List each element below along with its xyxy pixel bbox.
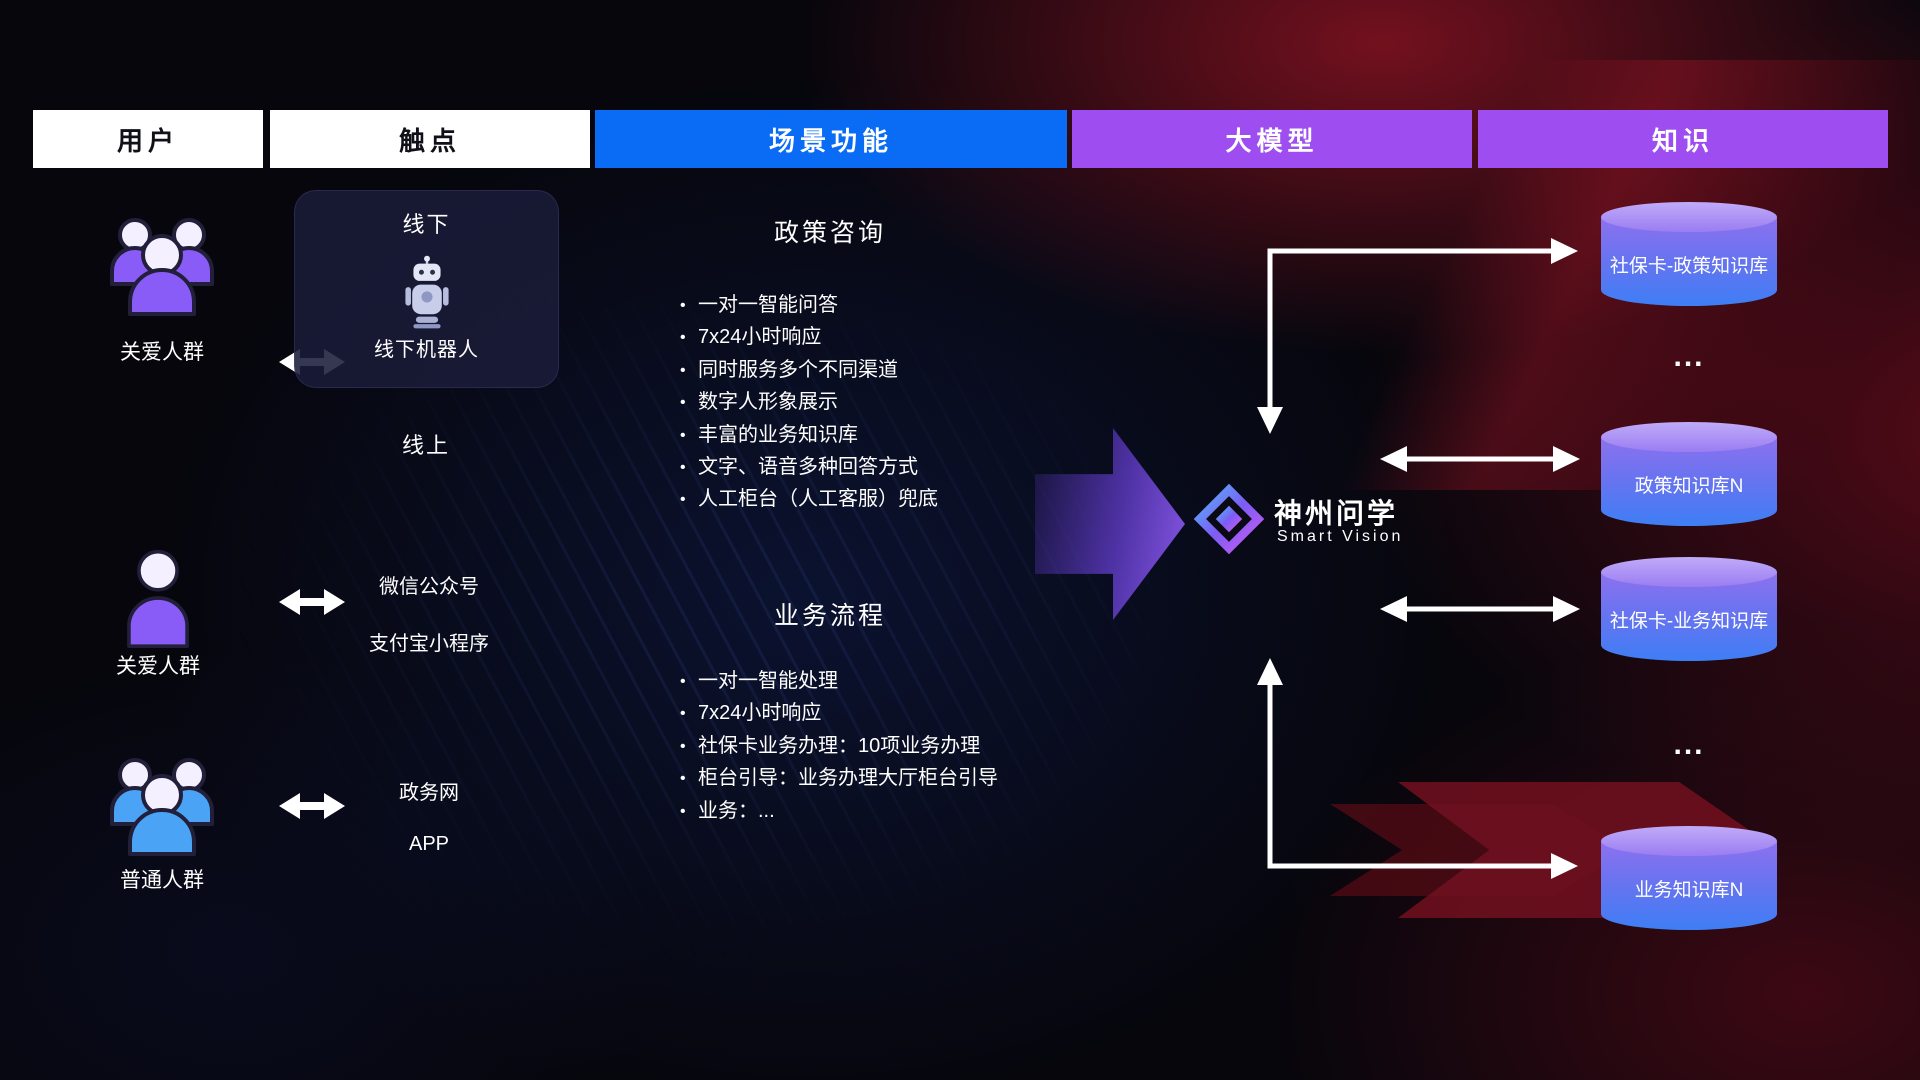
policy-consult-title: 政策咨询 xyxy=(773,219,886,247)
business-item: 业务：... xyxy=(676,795,1136,829)
header-users: 用户 xyxy=(33,110,263,168)
ellipsis-dots: ... xyxy=(1673,728,1705,761)
policy-item: 数字人形象展示 xyxy=(676,386,1136,420)
policy-feature-list: 一对一智能问答 7x24小时响应 同时服务多个不同渠道 数字人形象展示 丰富的业… xyxy=(676,289,1136,517)
channel-wechat: 微信公众号 xyxy=(379,576,479,598)
policy-item: 丰富的业务知识库 xyxy=(676,419,1136,453)
people-group-icon xyxy=(110,218,214,316)
channel-gov-web: 政务网 xyxy=(399,782,459,804)
header-large-model-label: 大模型 xyxy=(1225,125,1319,156)
model-subtitle: Smart Vision xyxy=(1277,528,1404,545)
policy-item: 同时服务多个不同渠道 xyxy=(676,354,1136,388)
arrowhead-icon xyxy=(1551,853,1578,879)
database-cylinder-icon xyxy=(1601,422,1777,452)
database-label: 社保卡-政策知识库 xyxy=(1609,256,1769,278)
arrowhead-icon xyxy=(1257,407,1283,434)
diamond-logo-icon xyxy=(1193,483,1265,555)
arrow-model-to-db4 xyxy=(1267,684,1553,869)
header-large-model: 大模型 xyxy=(1072,110,1472,168)
business-item: 柜台引导：业务办理大厅柜台引导 xyxy=(676,762,1136,796)
online-title: 线上 xyxy=(401,433,450,458)
double-arrow-icon xyxy=(279,589,345,615)
arrowhead-icon xyxy=(1553,596,1580,622)
header-touchpoints-label: 触点 xyxy=(398,125,461,156)
database-policy-n: 政策知识库N xyxy=(1601,422,1777,526)
arrowhead-icon xyxy=(1257,658,1283,685)
business-item: 一对一智能处理 xyxy=(676,665,1136,699)
arrowhead-icon xyxy=(1551,238,1578,264)
model-name: 神州问学 xyxy=(1274,498,1399,529)
database-cylinder-icon xyxy=(1601,557,1777,587)
robot-icon xyxy=(404,255,449,329)
offline-robot-label: 线下机器人 xyxy=(374,339,479,361)
arrowhead-icon xyxy=(1380,596,1407,622)
business-feature-list: 一对一智能处理 7x24小时响应 社保卡业务办理：10项业务办理 柜台引导：业务… xyxy=(676,665,1136,829)
header-users-label: 用户 xyxy=(116,125,179,156)
people-group-icon xyxy=(110,758,214,856)
policy-item: 一对一智能问答 xyxy=(676,289,1136,323)
header-touchpoints: 触点 xyxy=(270,110,590,168)
arrowhead-icon xyxy=(1553,446,1580,472)
person-icon xyxy=(127,549,189,648)
business-item: 社保卡业务办理：10项业务办理 xyxy=(676,730,1136,764)
database-business-sscard: 社保卡-业务知识库 xyxy=(1601,557,1777,661)
offline-robot-card: 线下 线下机器人 xyxy=(294,190,559,388)
database-cylinder-icon xyxy=(1601,826,1777,856)
business-item: 7x24小时响应 xyxy=(676,697,1136,731)
ellipsis-dots: ... xyxy=(1673,340,1705,373)
database-label: 政策知识库N xyxy=(1634,476,1744,498)
arrowhead-icon xyxy=(1380,446,1407,472)
user-group-3-label: 普通人群 xyxy=(120,869,204,892)
header-scenario-functions-label: 场景功能 xyxy=(768,125,893,156)
channel-app: APP xyxy=(408,833,450,855)
header-scenario-functions: 场景功能 xyxy=(595,110,1067,168)
database-label: 业务知识库N xyxy=(1634,880,1744,902)
user-group-2-label: 关爱人群 xyxy=(116,655,200,678)
user-group-1-label: 关爱人群 xyxy=(120,341,204,364)
policy-item: 7x24小时响应 xyxy=(676,321,1136,355)
database-cylinder-icon xyxy=(1601,202,1777,232)
header-knowledge-label: 知识 xyxy=(1651,125,1714,156)
policy-item: 文字、语音多种回答方式 xyxy=(676,451,1136,485)
arrow-model-to-db1 xyxy=(1267,248,1553,408)
double-arrow-icon xyxy=(279,793,345,819)
business-flow-title: 业务流程 xyxy=(773,602,886,630)
channel-alipay: 支付宝小程序 xyxy=(369,633,489,655)
database-policy-sscard: 社保卡-政策知识库 xyxy=(1601,202,1777,306)
database-label: 社保卡-业务知识库 xyxy=(1609,611,1769,633)
policy-item: 人工柜台（人工客服）兜底 xyxy=(676,483,1136,517)
database-business-n: 业务知识库N xyxy=(1601,826,1777,930)
header-knowledge: 知识 xyxy=(1478,110,1888,168)
offline-title: 线下 xyxy=(402,212,451,237)
